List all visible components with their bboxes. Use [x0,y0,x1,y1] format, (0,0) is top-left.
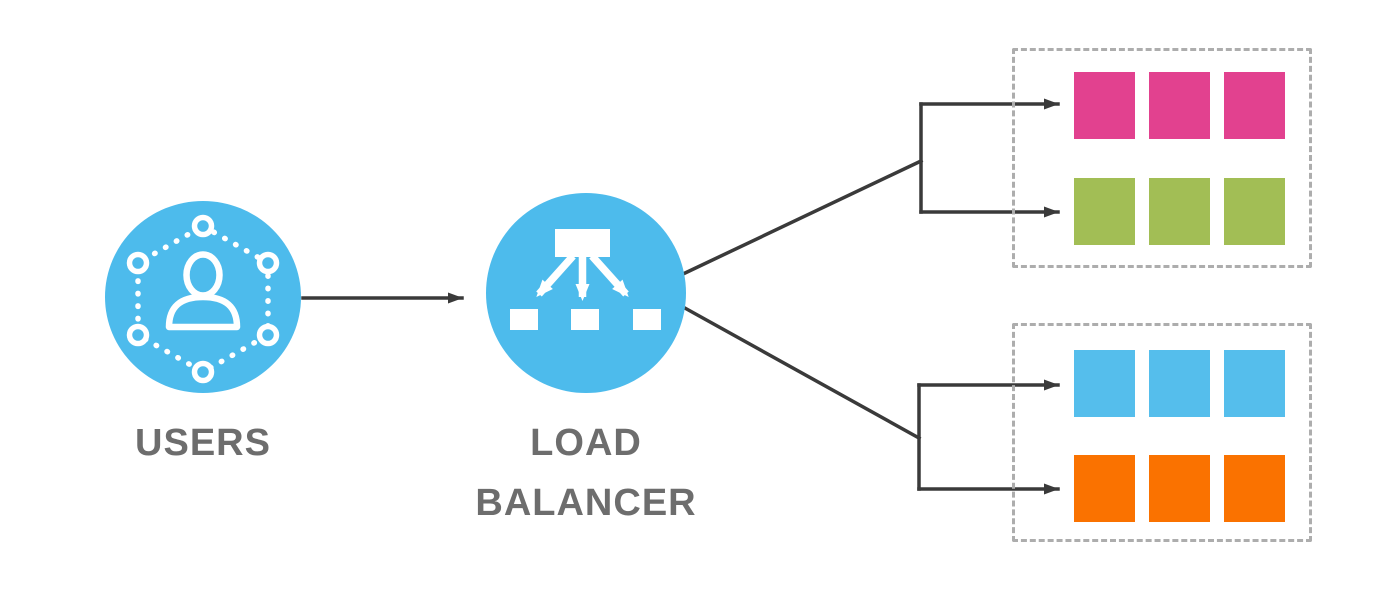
server-row-orange [1074,455,1285,522]
blue-server-square [1074,350,1135,417]
users-label: USERS [135,422,271,464]
green-server-square [1149,178,1210,245]
blue-server-square [1149,350,1210,417]
server-row-green [1074,178,1285,245]
person-body [165,293,241,331]
hexagon-vertex [191,214,215,238]
edge-lb-to-group1-diagonal [680,158,924,277]
person-head [183,251,223,299]
edge-lb-to-group2-diagonal [680,304,922,441]
hexagon-vertex [256,323,280,347]
orange-server-square [1074,455,1135,522]
green-server-square [1074,178,1135,245]
hexagon-vertex [126,251,150,275]
balancer-target [510,309,538,330]
hexagon-vertex [191,360,215,384]
users-node [105,201,301,393]
balancer-target [571,309,599,330]
server-group-2 [1012,323,1312,542]
load-balancer-icon [510,229,661,330]
balancer-box [555,229,610,257]
pink-server-square [1074,72,1135,139]
server-row-blue [1074,350,1285,417]
balancer-arrow-right [589,253,629,297]
server-group-1 [1012,48,1312,268]
user-network-icon [126,214,280,384]
orange-server-square [1224,455,1285,522]
orange-server-square [1149,455,1210,522]
server-row-pink [1074,72,1285,139]
load-balancer-node [486,193,686,393]
green-server-square [1224,178,1285,245]
balancer-target [633,309,661,330]
pink-server-square [1224,72,1285,139]
load-balancer-label: LOAD BALANCER [475,422,697,524]
hexagon-vertex [256,251,280,275]
balancer-arrow-left [536,253,576,297]
blue-server-square [1224,350,1285,417]
pink-server-square [1149,72,1210,139]
hexagon-vertex [126,323,150,347]
